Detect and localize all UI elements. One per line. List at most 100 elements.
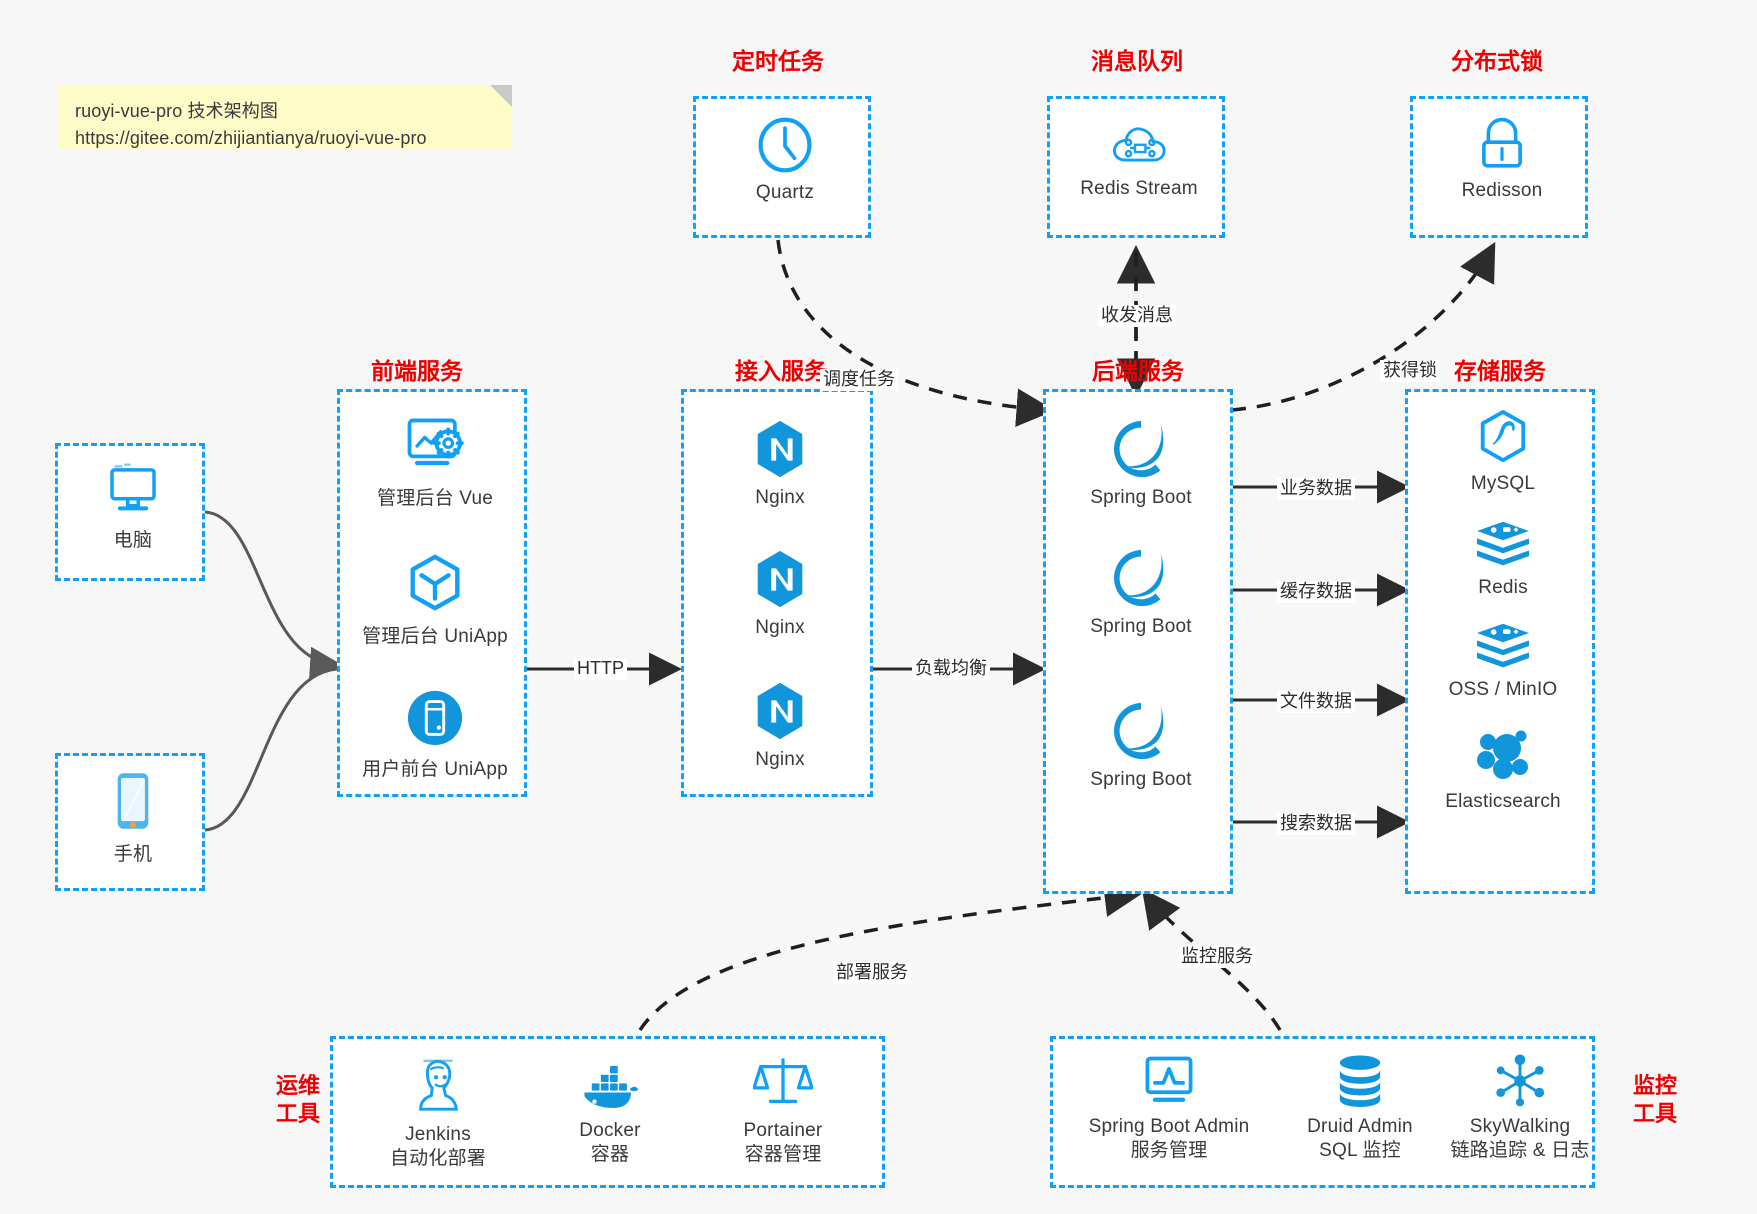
node-oss-minio[interactable]: OSS / MinIO (1408, 620, 1598, 701)
node-label: Nginx (755, 487, 805, 508)
note-line-2: https://gitee.com/zhijiantianya/ruoyi-vu… (75, 128, 427, 149)
phone-icon (117, 773, 149, 829)
spring-boot-icon (1114, 420, 1164, 478)
edge-label-message: 收发消息 (1098, 305, 1176, 327)
node-pc[interactable]: 电脑 (58, 462, 208, 552)
docker-icon (584, 1066, 639, 1108)
node-label: Spring Boot Admin (1088, 1116, 1250, 1137)
node-portainer[interactable]: Portainer 容器管理 (693, 1055, 873, 1168)
node-springboot-2[interactable]: Spring Boot (1046, 547, 1236, 638)
database-icon (1339, 1055, 1381, 1107)
edge-label-schedule: 调度任务 (820, 369, 898, 391)
node-sublabel: 自动化部署 (389, 1148, 486, 1169)
node-skywalking[interactable]: SkyWalking 链路追踪 & 日志 (1425, 1053, 1615, 1164)
node-nginx-1[interactable]: Nginx (684, 418, 876, 509)
node-jenkins[interactable]: Jenkins 自动化部署 (353, 1055, 523, 1172)
node-docker[interactable]: Docker 容器 (525, 1061, 695, 1168)
node-redis-stream[interactable]: Redis Stream (1050, 117, 1228, 200)
group-box-mq: Redis Stream (1047, 96, 1225, 238)
group-title-scheduler: 定时任务 (732, 48, 824, 74)
group-box-devops: Jenkins 自动化部署 Docker 容器 (330, 1036, 885, 1188)
node-label: Redisson (1461, 180, 1543, 201)
node-label: 管理后台 UniApp (362, 626, 508, 647)
node-elasticsearch[interactable]: Elasticsearch (1408, 726, 1598, 813)
devops-title-line-1: 运维 (275, 1073, 320, 1098)
node-druid-admin[interactable]: Druid Admin SQL 监控 (1275, 1053, 1445, 1164)
node-redisson[interactable]: Redisson (1413, 115, 1591, 202)
redis-icon (1477, 623, 1529, 668)
group-box-client-pc: 电脑 (55, 443, 205, 581)
node-label: Nginx (755, 617, 805, 638)
group-title-monitor: 监控 工具 (1610, 1072, 1700, 1127)
group-box-gateway: Nginx Nginx Nginx (681, 389, 873, 797)
node-sublabel: 容器 (590, 1144, 630, 1165)
group-title-gateway: 接入服务 (735, 358, 827, 384)
group-title-mq: 消息队列 (1091, 48, 1183, 74)
node-label: Elasticsearch (1445, 791, 1561, 812)
group-box-lock: Redisson (1410, 96, 1588, 238)
node-label: SkyWalking (1469, 1116, 1571, 1137)
edge-label-http: HTTP (574, 658, 627, 680)
edge-label-deploy: 部署服务 (833, 962, 911, 984)
monitor-title-line-2: 工具 (1632, 1100, 1677, 1126)
edge-label-monitor: 监控服务 (1178, 946, 1256, 968)
desktop-icon (110, 463, 156, 511)
edge-mobile-to-frontend (204, 667, 338, 832)
node-admin-vue[interactable]: 管理后台 Vue (340, 414, 530, 510)
node-label: Redis (1478, 577, 1528, 598)
node-spring-boot-admin[interactable]: Spring Boot Admin 服务管理 (1059, 1053, 1279, 1164)
node-springboot-3[interactable]: Spring Boot (1046, 700, 1236, 791)
mobile-circle-icon (407, 690, 463, 746)
monitor-chart-icon (1145, 1056, 1193, 1102)
group-title-backend: 后端服务 (1092, 358, 1184, 384)
node-sublabel: 服务管理 (1130, 1140, 1208, 1161)
mysql-icon (1480, 409, 1526, 463)
node-sublabel: SQL 监控 (1319, 1140, 1401, 1161)
node-label: 管理后台 Vue (377, 488, 493, 509)
edge-label-get-lock: 获得锁 (1380, 360, 1440, 382)
node-label: Nginx (755, 749, 805, 770)
node-label: Druid Admin (1307, 1116, 1413, 1137)
node-mysql[interactable]: MySQL (1408, 408, 1598, 495)
node-label: Spring Boot (1090, 616, 1192, 637)
node-sublabel: 链路追踪 & 日志 (1450, 1140, 1590, 1161)
group-title-frontend: 前端服务 (371, 358, 463, 384)
note-fold-corner (490, 85, 512, 107)
elasticsearch-icon (1477, 730, 1528, 779)
spring-boot-icon (1114, 702, 1164, 760)
node-mobile[interactable]: 手机 (58, 770, 208, 866)
node-user-uniapp[interactable]: 用户前台 UniApp (340, 689, 530, 781)
node-label: Spring Boot (1090, 769, 1192, 790)
node-quartz[interactable]: Quartz (696, 115, 874, 204)
redis-icon (1477, 521, 1529, 566)
node-label: Redis Stream (1080, 178, 1198, 199)
node-springboot-1[interactable]: Spring Boot (1046, 418, 1236, 509)
node-redis[interactable]: Redis (1408, 518, 1598, 599)
node-label: MySQL (1470, 473, 1536, 494)
node-label: 电脑 (113, 530, 153, 551)
clock-icon (758, 117, 812, 173)
nginx-icon (757, 550, 803, 608)
nginx-icon (757, 682, 803, 740)
node-label: Jenkins (405, 1124, 471, 1145)
skywalking-icon (1496, 1054, 1545, 1107)
nginx-icon (757, 420, 803, 478)
group-box-backend: Spring Boot Spring Boot Spring Boot (1043, 389, 1233, 894)
node-label: 用户前台 UniApp (362, 759, 508, 780)
dashboard-gear-icon (407, 418, 464, 466)
node-admin-uniapp[interactable]: 管理后台 UniApp (340, 552, 530, 648)
scales-icon (753, 1058, 813, 1104)
edge-label-search-data: 搜索数据 (1277, 813, 1355, 835)
group-box-storage: MySQL Redis OSS / MinIO (1405, 389, 1595, 894)
node-nginx-2[interactable]: Nginx (684, 548, 876, 639)
group-title-storage: 存储服务 (1454, 358, 1546, 384)
node-nginx-3[interactable]: Nginx (684, 680, 876, 771)
monitor-title-line-1: 监控 (1632, 1073, 1677, 1098)
group-box-client-mobile: 手机 (55, 753, 205, 891)
edge-label-load-balance: 负载均衡 (912, 658, 990, 680)
edge-label-biz-data: 业务数据 (1277, 478, 1355, 500)
group-box-frontend: 管理后台 Vue 管理后台 UniApp 用户前台 UniApp (337, 389, 527, 797)
group-box-scheduler: Quartz (693, 96, 871, 238)
edge-label-cache-data: 缓存数据 (1277, 581, 1355, 603)
devops-title-line-2: 工具 (275, 1100, 320, 1126)
